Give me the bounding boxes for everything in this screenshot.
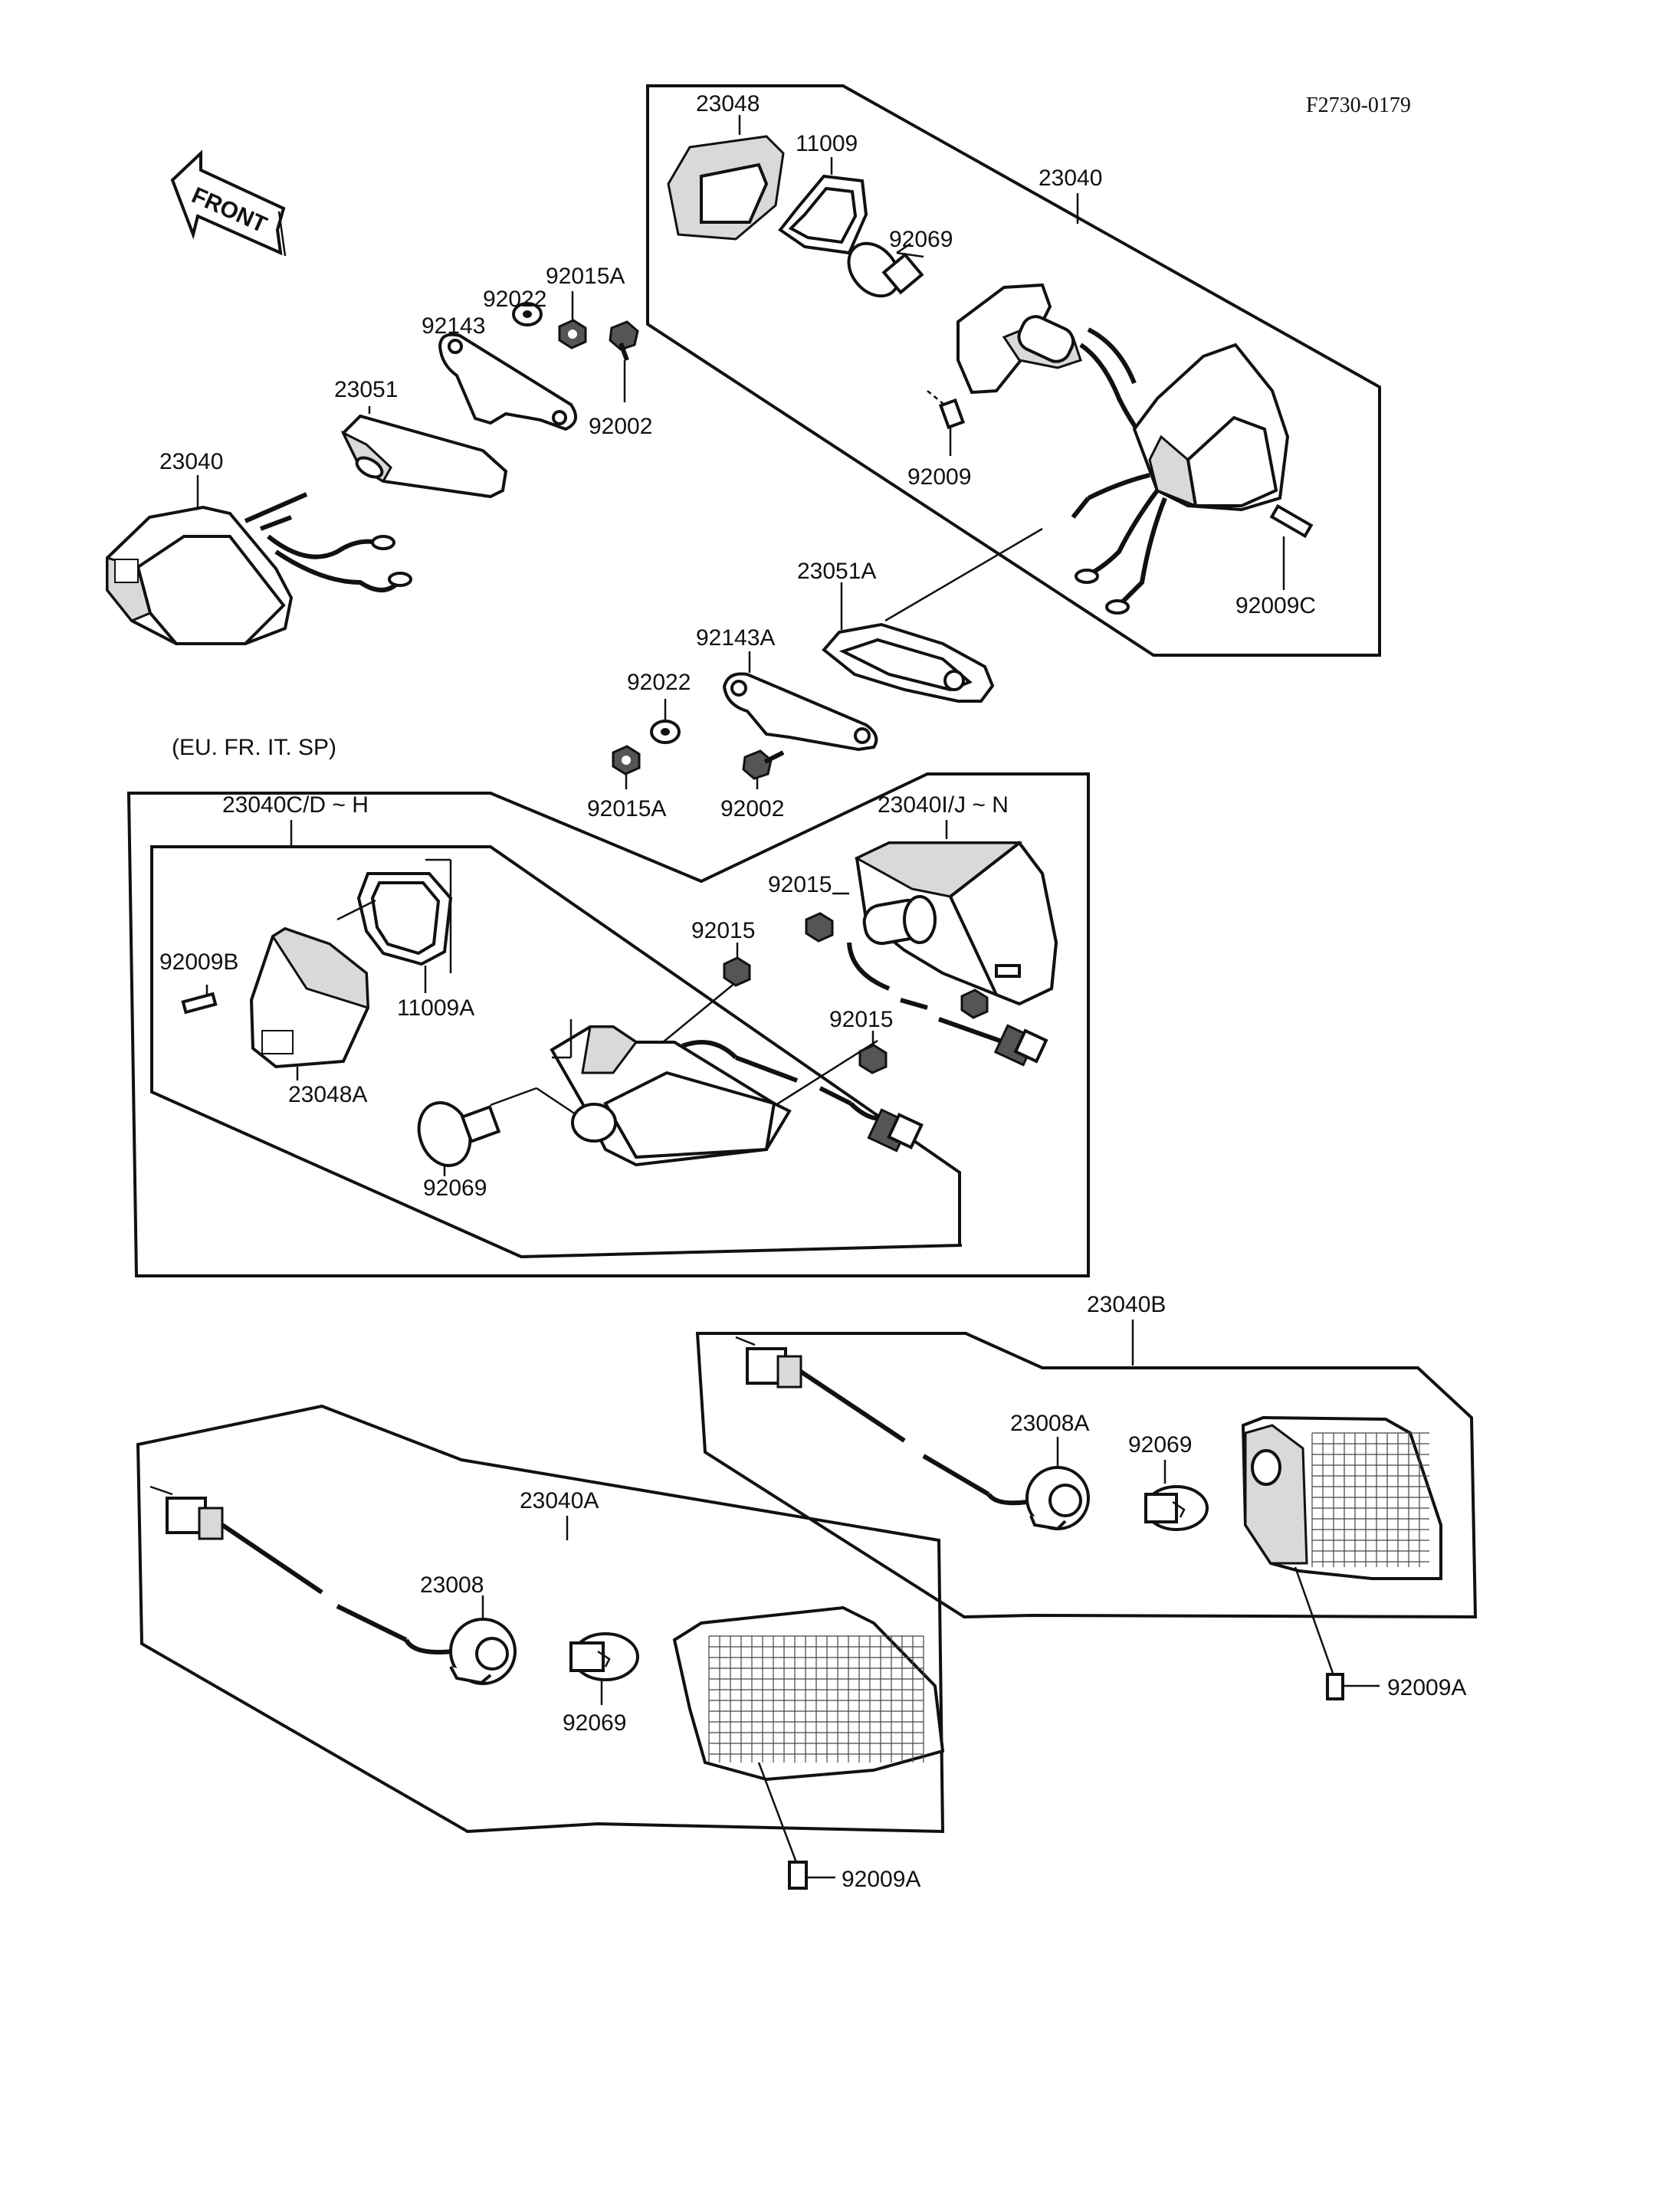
washer-92022-top [512, 302, 543, 326]
label-23040IJN: 23040I/J ~ N [878, 792, 1009, 818]
label-23051A: 23051A [797, 559, 876, 584]
front-arrow-icon: FRONT [170, 149, 287, 257]
socket-23008 [449, 1595, 517, 1685]
label-23040B: 23040B [1087, 1292, 1166, 1317]
nut-92015-b [858, 1031, 888, 1074]
washer-92022-mid [650, 699, 681, 744]
signal-housing-eu-left [550, 982, 924, 1167]
label-92143: 92143 [422, 313, 485, 339]
flasher-23040-left [106, 475, 412, 645]
label-92009C: 92009C [1235, 593, 1316, 618]
label-92069-mid: 92069 [423, 1176, 487, 1201]
label-23048: 23048 [696, 91, 760, 116]
signal-housing-eu-right [847, 841, 1058, 1067]
nut-92015-a [723, 943, 751, 987]
screw-92009A-right [1294, 1566, 1380, 1700]
gasket-11009A [356, 858, 453, 993]
label-92009: 92009 [907, 464, 971, 490]
label-92015-b: 92015 [829, 1007, 893, 1032]
mount-23051A [822, 582, 995, 703]
nut-92015A-mid [612, 745, 641, 789]
screw-92009B [181, 985, 218, 1015]
label-92015A-mid: 92015A [587, 796, 666, 821]
label-92069-top: 92069 [889, 227, 953, 252]
bracket-92143A [722, 651, 878, 752]
label-92015A-top: 92015A [546, 264, 625, 289]
screw-92009 [927, 390, 966, 456]
signal-housing-top [956, 283, 1152, 447]
label-92002-mid: 92002 [720, 796, 784, 821]
bolt-92002-top [609, 320, 639, 402]
label-23008: 23008 [420, 1572, 484, 1598]
screw-92009A-bottom [757, 1762, 835, 1890]
label-92069-c: 92069 [563, 1710, 626, 1736]
label-23040CDH: 23040C/D ~ H [222, 792, 369, 818]
flasher-body-23040-top [1071, 343, 1290, 615]
leader-23051A [884, 527, 1043, 622]
label-92015-c: 92015 [768, 872, 832, 897]
lens-23040B [1241, 1415, 1442, 1580]
bulb-92069-top [847, 241, 924, 298]
box-23040A [136, 1404, 945, 1834]
connector-23040A [149, 1485, 453, 1654]
label-92022-top: 92022 [483, 287, 546, 312]
bulb-92069-mid [417, 1087, 583, 1176]
box-23040-top [646, 84, 1381, 657]
label-11009: 11009 [796, 131, 858, 156]
region-note: (EU. FR. IT. SP) [172, 735, 336, 760]
label-23008A: 23008A [1010, 1411, 1089, 1436]
label-23051: 23051 [334, 377, 398, 402]
box-eu-group [126, 772, 1090, 1277]
lens-23040A [672, 1605, 945, 1782]
gasket-11009 [778, 157, 868, 255]
box-23040CDH [150, 845, 963, 1259]
nut-92015A-top [558, 291, 587, 349]
label-92009A-bottom: 92009A [842, 1867, 920, 1892]
label-23048A: 23048A [288, 1082, 367, 1107]
screw-92009C [1269, 503, 1314, 590]
bracket-92143 [438, 333, 578, 431]
lens-23048A [249, 899, 376, 1080]
label-92022-mid: 92022 [627, 670, 691, 695]
mount-23051 [340, 406, 508, 499]
label-92069-b: 92069 [1128, 1432, 1192, 1458]
socket-23008A [1025, 1437, 1090, 1531]
bulb-92069-c [569, 1632, 639, 1705]
label-11009A: 11009A [397, 995, 474, 1021]
label-92009B: 92009B [159, 949, 238, 975]
box-23040B [695, 1332, 1478, 1619]
drawing-number: F2730-0179 [1306, 93, 1411, 117]
label-23040-left: 23040 [159, 449, 223, 474]
label-92015-a: 92015 [691, 918, 755, 943]
connector-23040B [735, 1336, 1028, 1506]
label-23040-top: 23040 [1039, 166, 1102, 191]
bolt-92002-mid [742, 749, 785, 789]
label-92009A-right: 92009A [1387, 1675, 1466, 1700]
lens-23048 [667, 115, 785, 241]
bulb-92069-b [1144, 1460, 1209, 1531]
label-23040A: 23040A [520, 1488, 599, 1513]
label-92002-top: 92002 [589, 414, 652, 439]
nut-92015-c [805, 892, 849, 943]
label-92143A: 92143A [696, 625, 775, 651]
